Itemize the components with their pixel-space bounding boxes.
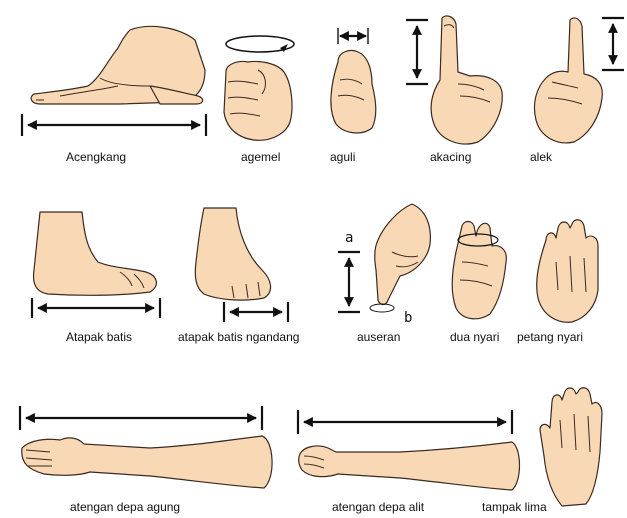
label-atengan-depa-alit: atengan depa alit	[332, 500, 425, 514]
label-acengkang: Acengkang	[66, 150, 127, 164]
alek-measure-arrow	[602, 16, 624, 72]
atengan-depa-agung-arm-illustration	[21, 435, 273, 489]
atengan-depa-alit-arm-illustration	[298, 441, 521, 491]
label-petang-nyari: petang nyari	[517, 330, 584, 344]
atengan-depa-alit-measure-arrow	[296, 410, 514, 434]
label-dua-nyari: dua nyari	[450, 330, 500, 344]
label-aguli: aguli	[330, 150, 356, 164]
label-atapak-batis: Atapak batis	[66, 330, 133, 344]
auseran-hand-illustration	[369, 203, 431, 313]
alek-hand-illustration	[533, 17, 603, 144]
aguli-hand-illustration	[330, 28, 377, 134]
label-atapak-batis-ngandang: atapak batis ngandang	[178, 330, 300, 344]
petang-nyari-hand-illustration	[536, 219, 599, 323]
atapak-batis-measure-arrow	[30, 298, 162, 318]
akacing-measure-arrow	[406, 18, 428, 86]
akacing-hand-illustration	[430, 15, 503, 145]
auseran-measure-arrow	[338, 250, 360, 314]
atapak-batis-ngandang-measure-arrow	[222, 302, 290, 322]
atapak-batis-ngandang-foot-illustration	[194, 207, 272, 301]
marker-b: b	[404, 310, 413, 326]
tampak-lima-hand-illustration	[539, 387, 603, 507]
label-akacing: akacing	[430, 150, 472, 164]
atapak-batis-foot-illustration	[32, 211, 157, 296]
label-atengan-depa-agung: atengan depa agung	[70, 500, 181, 514]
marker-a: a	[345, 230, 354, 246]
atengan-depa-agung-measure-arrow	[18, 406, 264, 430]
dua-nyari-hand-illustration	[451, 220, 507, 320]
label-auseran: auseran	[357, 330, 401, 344]
label-alek: alek	[530, 150, 553, 164]
label-agemel: agemel	[241, 150, 281, 164]
acengkang-hand-illustration	[30, 25, 206, 105]
agemel-fist-illustration	[223, 35, 295, 141]
acengkang-measure-arrow	[20, 114, 208, 136]
label-tampak-lima: tampak lima	[482, 500, 547, 514]
